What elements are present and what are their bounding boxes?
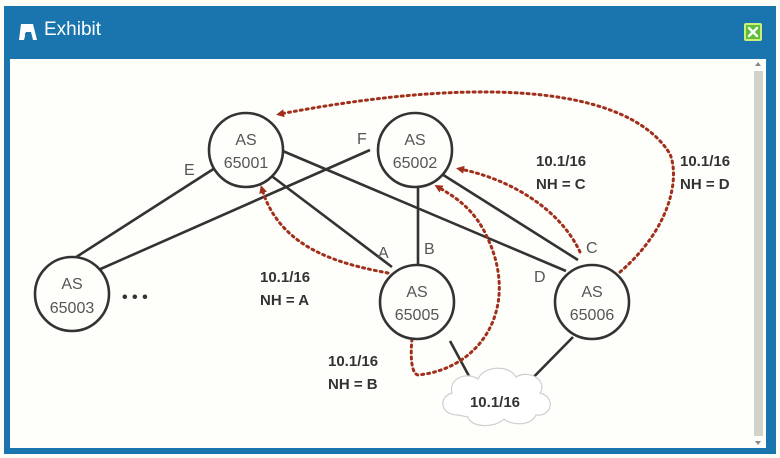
bgp-diagram: 10.1/16 AS 65001 AS 65002 AS 65003 AS	[33, 90, 730, 427]
close-button[interactable]	[744, 23, 762, 41]
scroll-down-arrow-icon[interactable]	[755, 441, 761, 445]
scroll-thumb[interactable]	[754, 71, 763, 436]
node-as65005: AS 65005	[378, 263, 456, 341]
route-label-b-prefix: 10.1/16	[328, 353, 378, 370]
interface-label-b: B	[424, 241, 435, 258]
node-as65001: AS 65001	[207, 111, 285, 189]
route-label-a-nexthop: NH = A	[260, 292, 309, 309]
node-as65003-line1: AS	[61, 276, 82, 293]
route-label-a-prefix: 10.1/16	[260, 269, 310, 286]
node-as65003-line2: 65003	[50, 300, 95, 317]
advert-arrow-nh-a	[259, 185, 390, 275]
route-label-b-nexthop: NH = B	[328, 376, 378, 393]
interface-label-d: D	[534, 269, 546, 286]
route-label-d-nexthop: NH = D	[680, 176, 730, 193]
node-as65001-line2: 65001	[224, 155, 269, 172]
node-as65002-line1: AS	[404, 132, 425, 149]
node-as65005-line2: 65005	[395, 307, 440, 324]
advert-arrow-nh-c	[456, 165, 582, 254]
advert-arrow-nh-b	[409, 184, 501, 377]
node-as65006: AS 65006	[553, 263, 631, 341]
node-as65006-line2: 65006	[570, 307, 615, 324]
interface-label-e: E	[184, 162, 195, 179]
network-cloud: 10.1/16	[442, 367, 551, 427]
scroll-up-arrow-icon[interactable]	[755, 62, 761, 66]
link-65001-65006	[277, 147, 567, 273]
route-advertisements	[259, 90, 675, 377]
route-label-d-prefix: 10.1/16	[680, 153, 730, 170]
node-as65001-line1: AS	[235, 132, 256, 149]
cloud-shape	[442, 367, 551, 427]
ellipsis: • • •	[122, 289, 148, 306]
advert-arrow-nh-d	[276, 90, 675, 274]
interface-label-a: A	[378, 245, 389, 262]
exhibit-window: Exhibit	[4, 6, 776, 454]
route-label-c-nexthop: NH = C	[536, 176, 586, 193]
node-as65006-line1: AS	[581, 284, 602, 301]
close-icon	[747, 26, 759, 38]
exhibit-content: 10.1/16 AS 65001 AS 65002 AS 65003 AS	[10, 59, 766, 448]
interface-label-f: F	[357, 131, 367, 148]
window-title: Exhibit	[44, 19, 102, 40]
node-as65003: AS 65003	[33, 255, 111, 333]
cloud-label: 10.1/16	[470, 394, 520, 411]
interface-label-c: C	[586, 240, 598, 257]
link-65001-65005	[264, 169, 393, 269]
route-label-c-prefix: 10.1/16	[536, 153, 586, 170]
node-as65002-line2: 65002	[393, 155, 438, 172]
vertical-scrollbar[interactable]	[752, 59, 764, 448]
exhibit-icon	[18, 22, 40, 42]
node-as65002: AS 65002	[376, 111, 454, 189]
title-bar: Exhibit	[4, 6, 776, 55]
link-65002-65006	[436, 169, 579, 262]
link-65003-65001	[69, 166, 216, 263]
node-as65005-line1: AS	[406, 284, 427, 301]
link-65003-65002	[95, 148, 371, 273]
links	[69, 147, 579, 397]
